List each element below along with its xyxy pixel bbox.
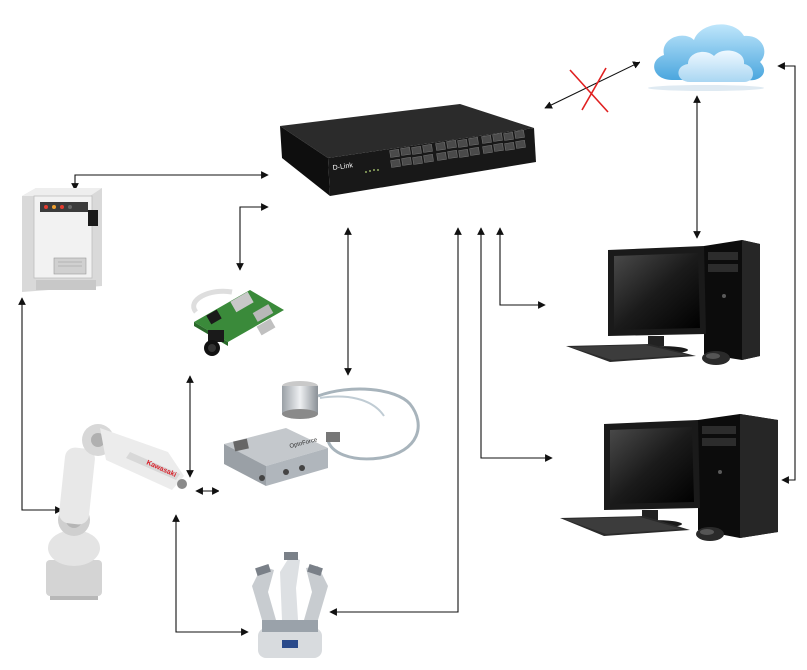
industrial-robot-arm-icon[interactable]: Kawasaki	[46, 424, 187, 600]
connection-switch-gripper	[329, 227, 462, 616]
connection-robot-gripper	[172, 514, 249, 636]
force-torque-sensor-icon[interactable]: OptoForce	[219, 378, 433, 496]
raspberry-pi-camera-icon[interactable]	[191, 288, 284, 356]
connection-switch-pc-top	[496, 227, 546, 309]
connection-cloud-pc-bottom	[777, 62, 796, 484]
connection-switch-cloud	[544, 61, 641, 109]
connection-lines	[18, 61, 796, 636]
connection-switch-controller	[71, 171, 269, 191]
cloud-icon[interactable]	[640, 2, 774, 94]
desktop-computer-icon[interactable]	[560, 414, 778, 541]
network-switch-icon[interactable]: D-Link	[280, 104, 536, 196]
desktop-computer-icon[interactable]	[566, 240, 760, 365]
switch-brand-label: D-Link	[332, 162, 354, 172]
connection-switch-pc-bottom	[477, 227, 553, 462]
robotic-gripper-icon[interactable]	[252, 552, 328, 658]
robot-controller-icon[interactable]	[22, 188, 102, 292]
red-x-icon	[569, 67, 609, 113]
connection-controller-robot	[18, 297, 63, 514]
connection-switch-raspberry	[236, 203, 269, 271]
